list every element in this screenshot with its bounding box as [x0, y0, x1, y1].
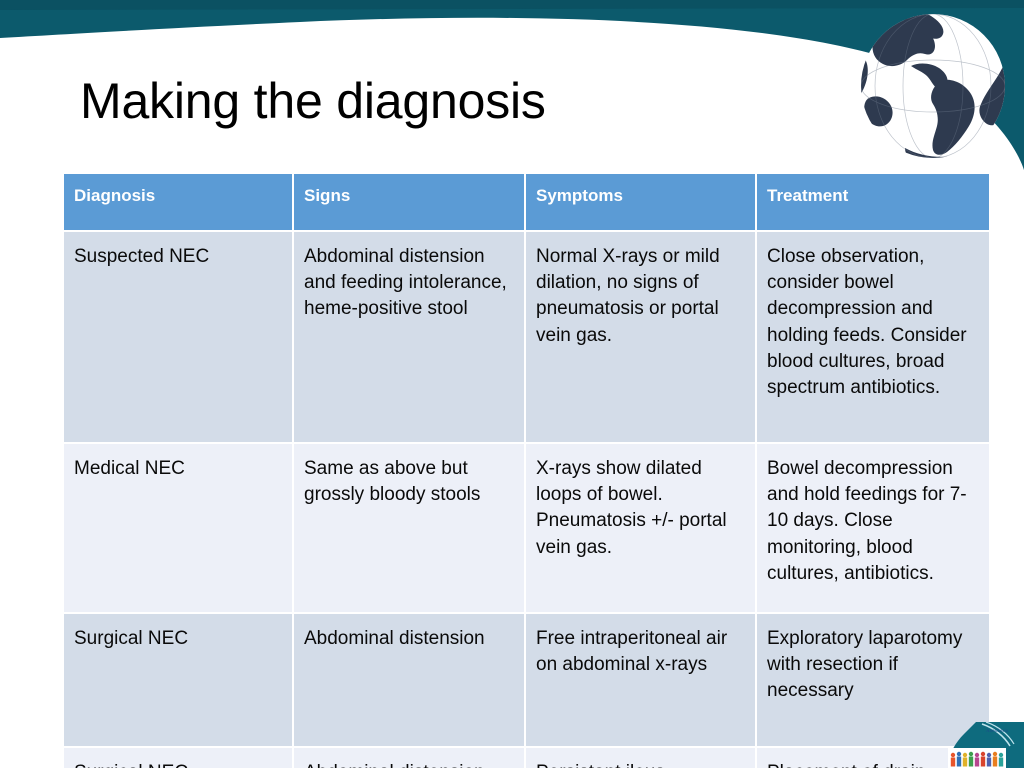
cell-diagnosis: Suspected NEC — [64, 232, 292, 442]
cell-symptoms: Normal X-rays or mild dilation, no signs… — [526, 232, 755, 442]
column-header-symptoms: Symptoms — [526, 174, 755, 230]
table-header-row: Diagnosis Signs Symptoms Treatment — [64, 174, 989, 230]
cell-signs: Same as above but grossly bloody stools — [294, 444, 524, 612]
cell-treatment: Close observation, consider bowel decomp… — [757, 232, 989, 442]
cell-treatment: Placement of drain — [757, 748, 989, 768]
cell-diagnosis: Surgical NEC — [64, 614, 292, 746]
diagnosis-table: Diagnosis Signs Symptoms Treatment Suspe… — [62, 172, 991, 768]
globe-icon — [861, 14, 1005, 158]
cell-symptoms: X-rays show dilated loops of bowel. Pneu… — [526, 444, 755, 612]
column-header-diagnosis: Diagnosis — [64, 174, 292, 230]
column-header-treatment: Treatment — [757, 174, 989, 230]
cell-diagnosis: Surgical NEC — [64, 748, 292, 768]
column-header-signs: Signs — [294, 174, 524, 230]
cell-symptoms: Free intraperitoneal air on abdominal x-… — [526, 614, 755, 746]
cell-signs: Abdominal distension — [294, 748, 524, 768]
page-title: Making the diagnosis — [80, 73, 546, 129]
cell-treatment: Exploratory laparotomy with resection if… — [757, 614, 989, 746]
table-row: Surgical NEC Abdominal distension Free i… — [64, 614, 989, 746]
cell-treatment: Bowel decompression and hold feedings fo… — [757, 444, 989, 612]
cell-signs: Abdominal distension and feeding intoler… — [294, 232, 524, 442]
table-row: Medical NEC Same as above but grossly bl… — [64, 444, 989, 612]
cell-signs: Abdominal distension — [294, 614, 524, 746]
table-row: Suspected NEC Abdominal distension and f… — [64, 232, 989, 442]
cell-symptoms: Persistant ileus — [526, 748, 755, 768]
corner-logo-text: Anesthesia — [986, 729, 1008, 734]
cell-diagnosis: Medical NEC — [64, 444, 292, 612]
table-row: Surgical NEC Abdominal distension Persis… — [64, 748, 989, 768]
